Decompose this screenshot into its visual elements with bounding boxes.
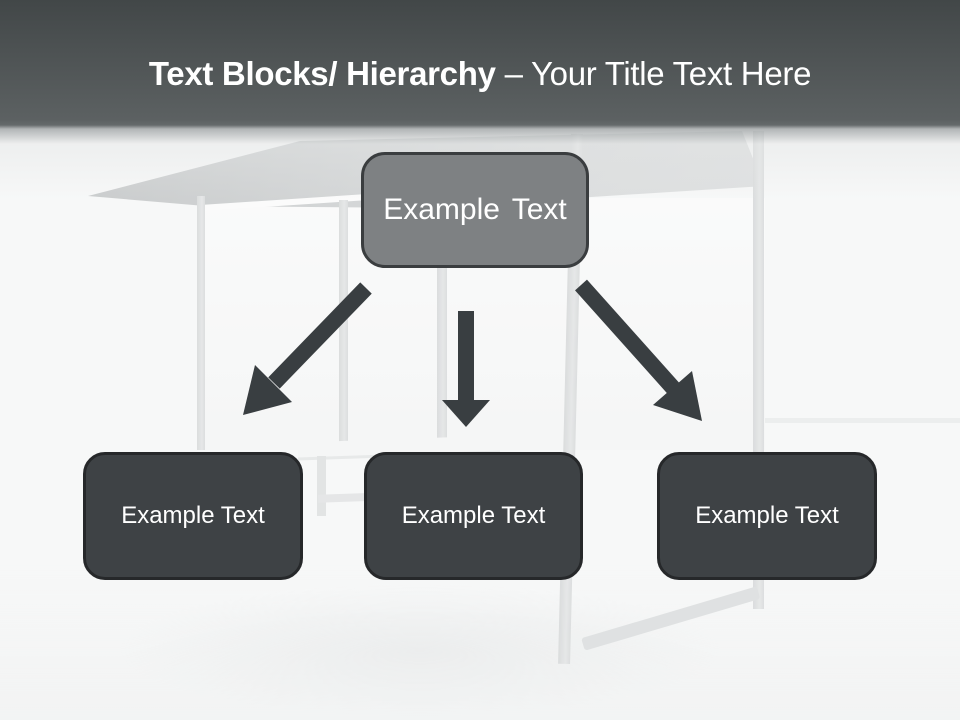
shelter-post	[339, 200, 348, 452]
hierarchy-child-box-3: Example Text	[657, 452, 877, 580]
shelter-post	[753, 131, 764, 609]
shelter-post	[437, 188, 447, 452]
hierarchy-child-box-1: Example Text	[83, 452, 303, 580]
hierarchy-child-box-2: Example Text	[364, 452, 583, 580]
root-box-label: Example Text	[383, 193, 567, 226]
child-box-label: Example Text	[401, 502, 546, 529]
child-box-label: Example Text	[121, 502, 265, 529]
title-bold-text: Text Blocks/ Hierarchy	[148, 55, 496, 92]
shelter-bench-leg	[317, 456, 326, 516]
title-regular-text: – Your Title Text Here	[504, 55, 812, 92]
shelter-glass-edge	[765, 418, 960, 423]
hierarchy-root-box: Example Text	[361, 152, 589, 268]
slide-title: Text Blocks/ Hierarchy– Your Title Text …	[0, 51, 960, 97]
child-box-label: Example Text	[695, 502, 839, 529]
shelter-post	[197, 196, 205, 450]
